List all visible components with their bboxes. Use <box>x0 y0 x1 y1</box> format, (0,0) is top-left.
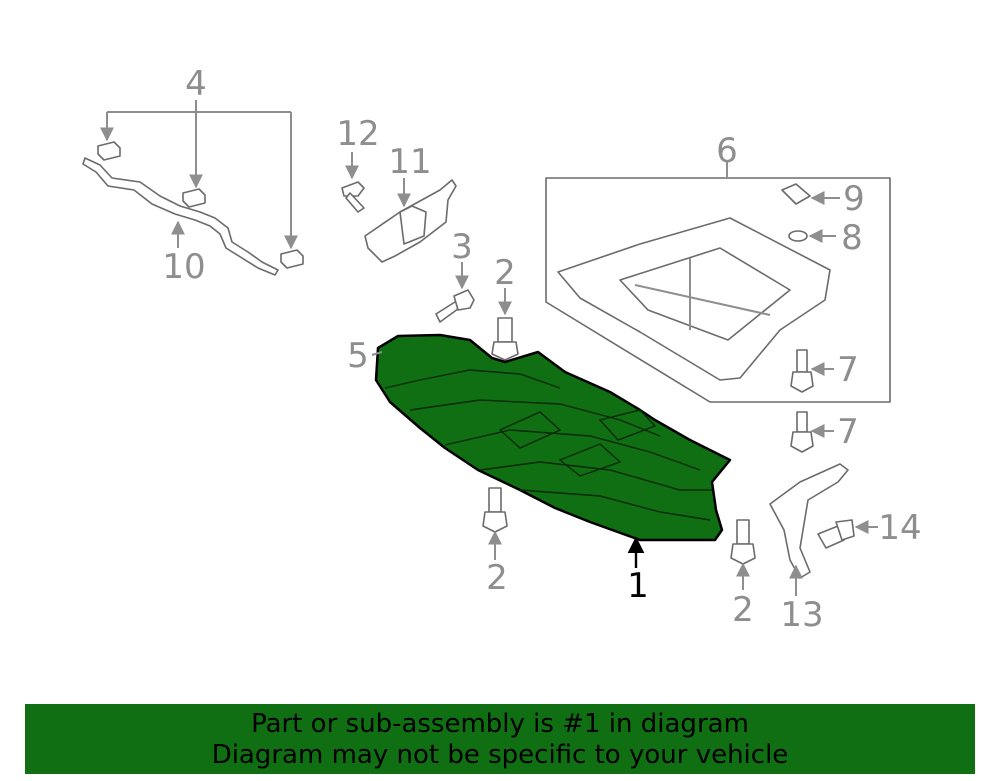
callout-10: 10 <box>162 247 205 287</box>
callout-14: 14 <box>878 508 921 548</box>
callout-3: 3 <box>451 227 473 267</box>
callout-2-left: 2 <box>486 558 508 598</box>
part-10-strip <box>82 157 279 276</box>
part-2-bolt-top <box>491 317 519 361</box>
callout-6: 6 <box>716 131 738 171</box>
callout-9: 9 <box>843 179 865 219</box>
leader-4 <box>100 100 298 250</box>
part-3-screw <box>435 289 475 323</box>
callout-12: 12 <box>336 114 379 154</box>
part-13-bracket <box>769 463 849 579</box>
callout-2-right: 2 <box>732 590 754 630</box>
banner-line-1: Part or sub-assembly is #1 in diagram <box>251 709 749 739</box>
part-6-group <box>545 160 891 403</box>
callout-1: 1 <box>627 566 649 606</box>
part-11-bracket <box>364 179 457 263</box>
callout-7-upper: 7 <box>837 350 859 390</box>
part-2-bolts-bottom <box>482 487 756 565</box>
part-14-clip <box>817 519 855 549</box>
leader-5 <box>371 351 383 356</box>
callout-2-top: 2 <box>494 253 516 293</box>
part-1-engine-shield <box>374 333 732 542</box>
banner-line-2: Diagram may not be specific to your vehi… <box>211 740 789 770</box>
callout-4: 4 <box>185 64 207 104</box>
callout-8: 8 <box>841 218 863 258</box>
part-12-clip <box>341 181 365 213</box>
info-banner: Part or sub-assembly is #1 in diagram Di… <box>25 704 975 774</box>
callout-13: 13 <box>780 595 823 635</box>
callout-7-lower: 7 <box>837 412 859 452</box>
part-4-clips <box>97 141 304 269</box>
callout-11: 11 <box>388 142 431 182</box>
part-7-bolts <box>790 349 814 453</box>
callout-5: 5 <box>347 336 369 376</box>
